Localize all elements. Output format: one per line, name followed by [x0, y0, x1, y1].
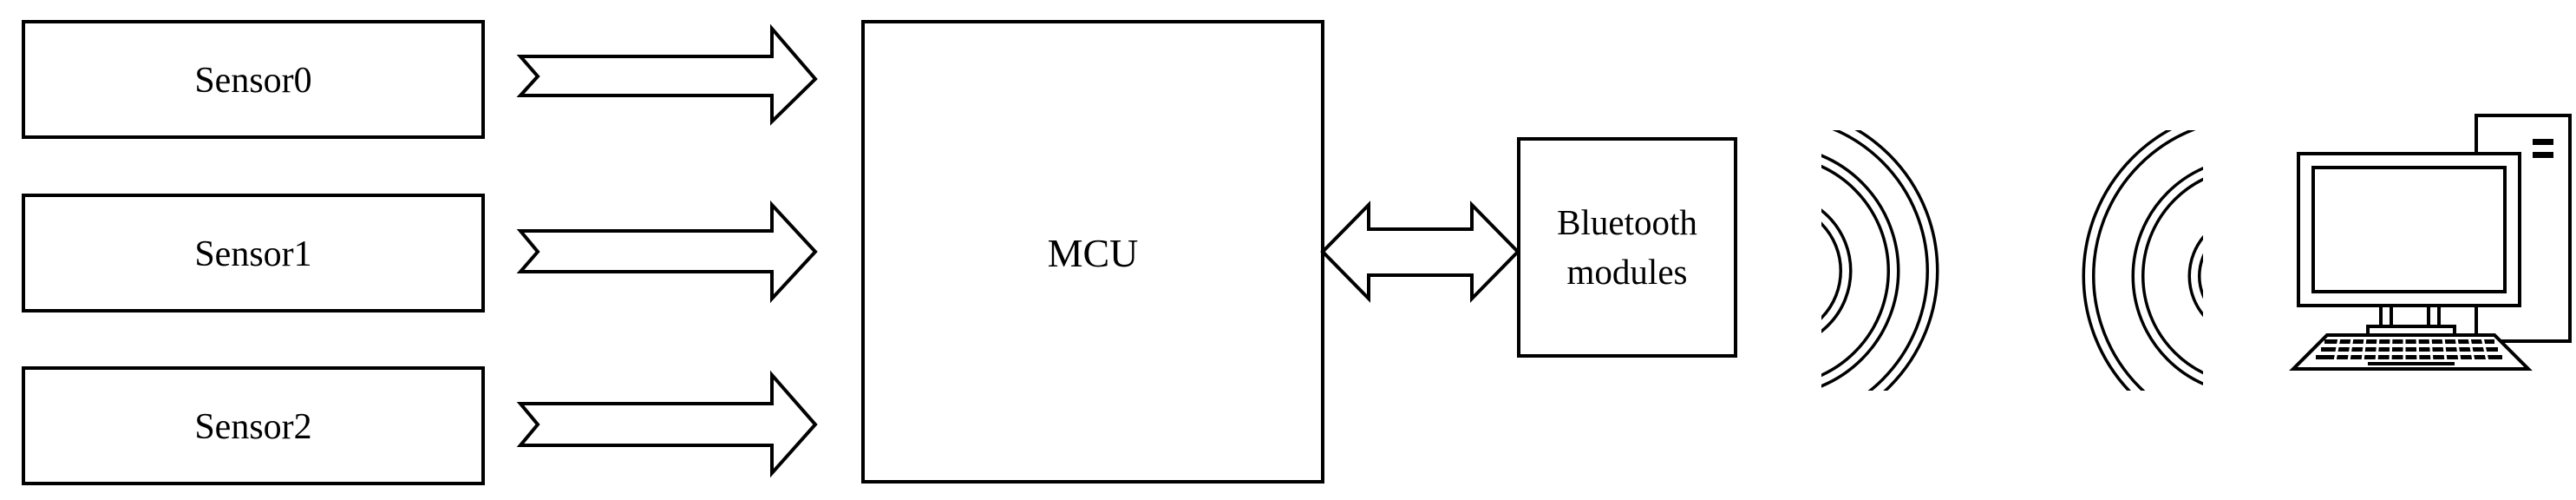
sensor0-to-mcu-arrow	[516, 23, 818, 126]
sensor1-to-mcu-arrow	[516, 200, 818, 304]
desktop-computer-icon	[2289, 114, 2572, 371]
wireless-signal-in-icon	[2082, 130, 2203, 391]
mcu-label: MCU	[1048, 231, 1139, 275]
keyboard-keys	[2316, 339, 2502, 365]
wireless-signal-out-icon	[1821, 130, 1939, 391]
sensor-box-1: Sensor1	[22, 194, 485, 312]
sensor-label-2: Sensor2	[194, 407, 311, 447]
mcu-box: MCU	[861, 20, 1324, 484]
sensor-box-2: Sensor2	[22, 366, 485, 485]
mcu-bluetooth-bidirectional-arrow	[1320, 201, 1520, 303]
sensor2-to-mcu-arrow	[516, 370, 818, 478]
bluetooth-module-box: Bluetooth modules	[1517, 137, 1737, 358]
sensor-box-0: Sensor0	[22, 20, 485, 139]
bluetooth-label-line1: Bluetooth	[1557, 202, 1697, 242]
keyboard-key-gaps	[2333, 337, 2489, 362]
bluetooth-label-line2: modules	[1567, 252, 1688, 292]
sensor-label-0: Sensor0	[194, 61, 311, 101]
sensor-label-1: Sensor1	[194, 234, 311, 274]
